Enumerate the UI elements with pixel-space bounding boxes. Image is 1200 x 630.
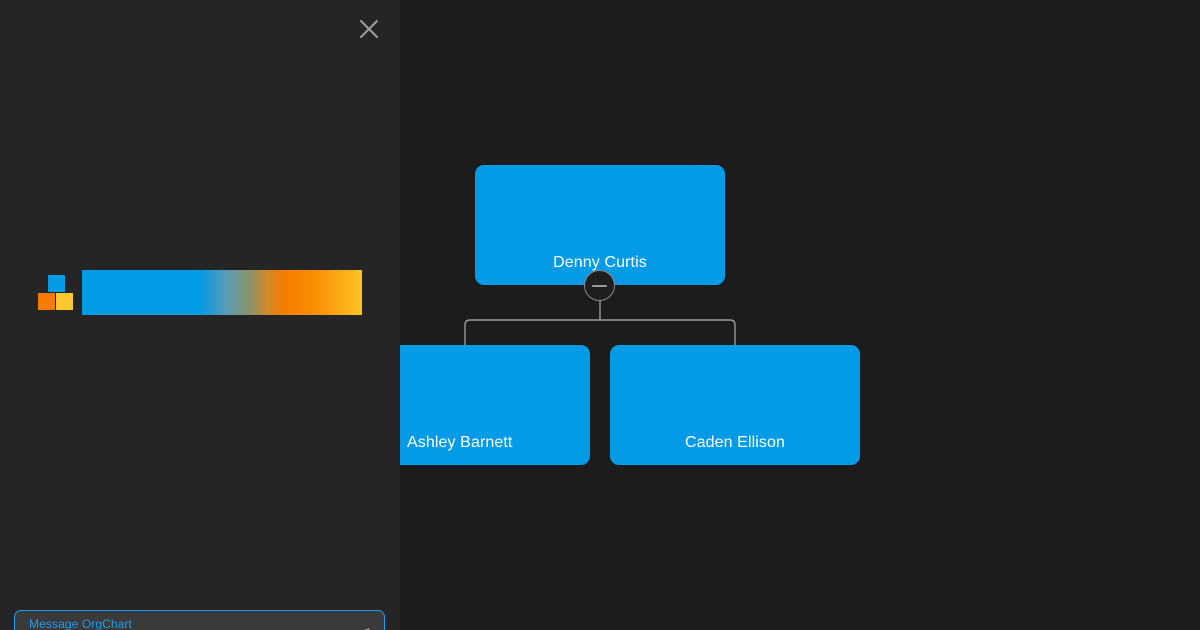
logo-square-yellow xyxy=(56,292,73,310)
orgchart-node-label: Caden Ellison xyxy=(684,434,786,451)
sidebar-conversation-body: Message OrgChart xyxy=(0,60,400,630)
send-paper-plane-icon[interactable] xyxy=(336,611,384,630)
logo-square-blue xyxy=(48,274,65,292)
orgchart-node-caden-ellison[interactable]: Caden Ellison xyxy=(610,345,860,465)
composer-input-wrapper[interactable]: Message OrgChart xyxy=(15,611,336,630)
assistant-message-row xyxy=(0,270,400,315)
assistant-sidebar-panel: Message OrgChart xyxy=(0,0,400,630)
orgchart-node-ashley-barnett[interactable]: Ashley Barnett xyxy=(400,345,590,465)
three-squares-logo-icon xyxy=(38,274,74,311)
message-composer[interactable]: Message OrgChart xyxy=(14,610,385,630)
close-icon[interactable] xyxy=(352,12,386,46)
minus-icon xyxy=(592,284,607,287)
composer-floating-label: Message OrgChart xyxy=(29,617,132,630)
assistant-loading-gradient-bar xyxy=(82,270,362,315)
collapse-toggle-button[interactable] xyxy=(584,270,615,301)
sidebar-header xyxy=(0,0,400,60)
orgchart-node-label: Denny Curtis xyxy=(553,254,647,271)
orgchart-node-root[interactable]: Denny Curtis xyxy=(475,165,725,285)
orgchart-node-label: Ashley Barnett xyxy=(407,434,513,451)
logo-square-orange xyxy=(38,292,55,310)
